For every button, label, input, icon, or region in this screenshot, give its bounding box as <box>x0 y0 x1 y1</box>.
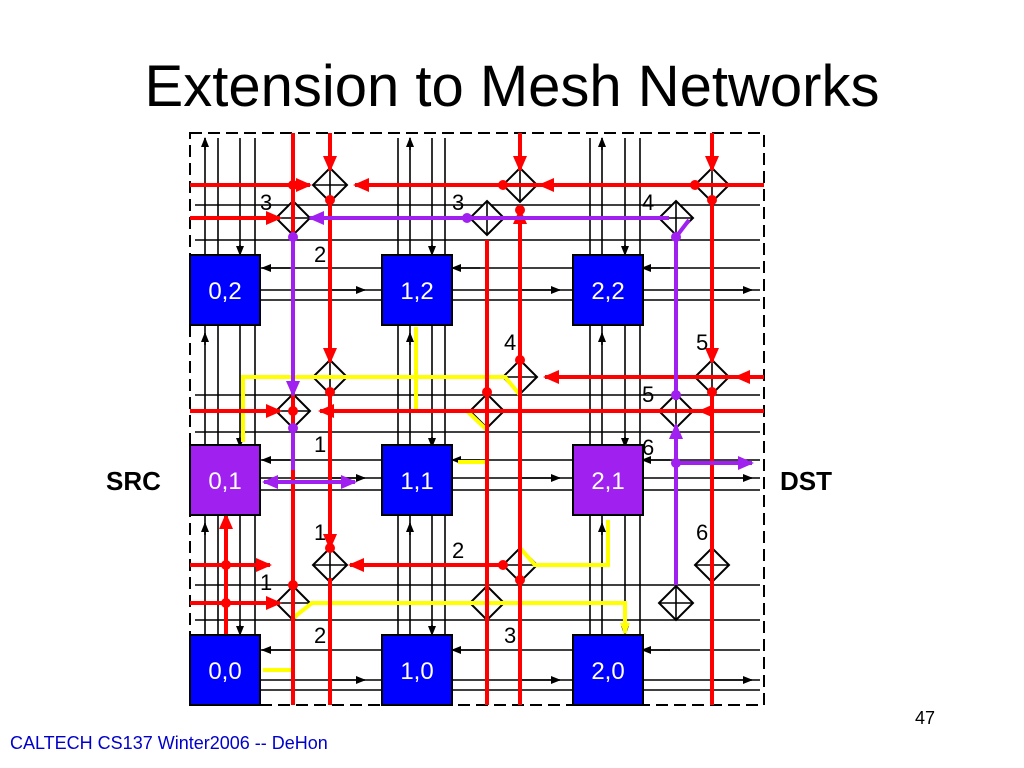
step-label: 2 <box>314 242 326 267</box>
node-1-1: 1,1 <box>381 444 453 516</box>
node-box <box>189 444 261 516</box>
node-0-0: 0,0 <box>189 634 261 706</box>
step-label: 1 <box>314 432 326 457</box>
step-label: 4 <box>504 330 516 355</box>
step-label: 5 <box>642 382 654 407</box>
step-labels: 3 2 3 4 4 5 5 6 1 1 2 1 6 2 3 <box>260 190 708 648</box>
node-label: 2,2 <box>591 278 624 305</box>
mesh-wires <box>195 137 760 700</box>
mesh-boundary <box>189 132 765 706</box>
node-box <box>381 634 453 706</box>
node-label: 1,2 <box>400 278 433 305</box>
node-label: 0,0 <box>208 658 241 685</box>
step-label: 3 <box>260 190 272 215</box>
node-2-0: 2,0 <box>572 634 644 706</box>
node-box <box>572 444 644 516</box>
step-label: 2 <box>314 623 326 648</box>
step-label: 6 <box>642 435 654 460</box>
node-box <box>381 444 453 516</box>
node-box <box>189 254 261 326</box>
node-label: 2,0 <box>591 658 624 685</box>
processor-nodes: 0,2 1,2 2,2 0,1 1,1 2,1 0,0 1,0 2,0 <box>189 254 644 706</box>
node-1-2: 1,2 <box>381 254 453 326</box>
step-label: 1 <box>314 520 326 545</box>
red-paths <box>190 133 764 705</box>
switch-boxes <box>274 166 731 622</box>
slide-title: Extension to Mesh Networks <box>144 54 880 119</box>
purple-path <box>262 211 754 585</box>
step-label: 6 <box>696 520 708 545</box>
step-label: 5 <box>696 330 708 355</box>
node-box <box>572 634 644 706</box>
node-2-2: 2,2 <box>572 254 644 326</box>
footer-text: CALTECH CS137 Winter2006 -- DeHon <box>10 733 328 753</box>
node-box <box>572 254 644 326</box>
step-label: 4 <box>642 190 654 215</box>
node-label: 1,1 <box>400 468 433 495</box>
switch-diamond <box>311 546 349 584</box>
node-1-0: 1,0 <box>381 634 453 706</box>
node-box <box>381 254 453 326</box>
node-label: 0,1 <box>208 468 241 495</box>
step-label: 3 <box>452 190 464 215</box>
step-label: 2 <box>452 538 464 563</box>
page-number: 47 <box>915 708 936 728</box>
step-label: 3 <box>504 623 516 648</box>
step-label: 1 <box>260 570 272 595</box>
switch-diamond <box>657 584 695 622</box>
node-0-1: 0,1 <box>189 444 261 516</box>
node-box <box>189 634 261 706</box>
node-label: 0,2 <box>208 278 241 305</box>
src-label: SRC <box>106 466 161 496</box>
node-label: 1,0 <box>400 658 433 685</box>
dst-label: DST <box>780 466 832 496</box>
node-0-2: 0,2 <box>189 254 261 326</box>
path-junction-dots <box>221 180 717 608</box>
node-2-1: 2,1 <box>572 444 644 516</box>
node-label: 2,1 <box>591 468 624 495</box>
